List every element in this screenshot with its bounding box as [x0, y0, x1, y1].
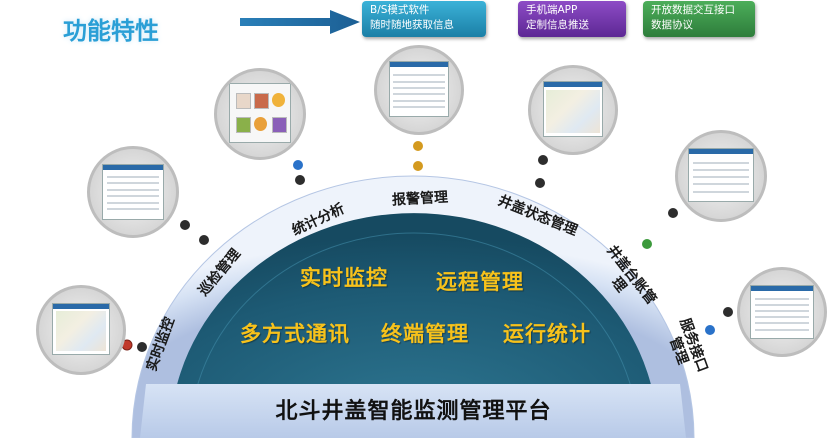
thumbnail-inspection-table — [87, 146, 179, 238]
platform-base — [140, 384, 686, 438]
connector-dots — [121, 141, 733, 352]
thumbnail-statistics-charts — [214, 68, 306, 160]
platform-title: 北斗井盖智能监测管理平台 — [275, 399, 552, 424]
feature-line: B/S模式软件 — [370, 4, 430, 16]
inner-dome — [170, 213, 658, 438]
core-function-operation-statistics: 运行统计 — [503, 322, 591, 346]
thumbnail-service-interface — [737, 267, 827, 357]
section-title: 功能特性 — [63, 16, 159, 45]
feature-box-mobile-app: 手机端APP 定制信息推送 — [518, 1, 626, 37]
connector-dot — [535, 178, 545, 188]
connector-dot — [642, 239, 652, 249]
inner-dome-highlight — [189, 232, 639, 438]
connector-dot — [668, 208, 678, 218]
connector-dot — [137, 342, 147, 352]
feature-line: 开放数据交互接口 — [651, 4, 735, 16]
connector-dot — [413, 141, 423, 151]
thumbnail-realtime-map — [36, 285, 126, 375]
feature-line: 数据协议 — [651, 19, 693, 31]
connector-dot — [293, 160, 303, 170]
connector-dot — [723, 307, 733, 317]
feature-box-open-interface: 开放数据交互接口 数据协议 — [643, 1, 755, 37]
thumbnail-status-map — [528, 65, 618, 155]
core-function-realtime-monitoring: 实时监控 — [300, 266, 388, 290]
core-function-multi-communication: 多方式通讯 — [240, 322, 350, 346]
feature-line: 随时随地获取信息 — [370, 19, 454, 31]
connector-dot — [413, 161, 423, 171]
thumbnail-alarm-table — [374, 45, 464, 135]
connector-dot — [180, 220, 190, 230]
thumbnail-ledger-table — [675, 130, 767, 222]
connector-dot — [538, 155, 548, 165]
category-label-alarm-management: 报警管理 — [391, 189, 449, 209]
core-function-terminal-management: 终端管理 — [381, 322, 469, 346]
connector-dot — [199, 235, 209, 245]
feature-box-bs-software: B/S模式软件 随时随地获取信息 — [362, 1, 486, 37]
connector-dot — [295, 175, 305, 185]
feature-line: 手机端APP — [526, 4, 578, 16]
right-arrow-icon — [240, 10, 360, 34]
core-function-remote-management: 远程管理 — [436, 270, 524, 294]
connector-dot — [705, 325, 715, 335]
feature-line: 定制信息推送 — [526, 19, 589, 31]
